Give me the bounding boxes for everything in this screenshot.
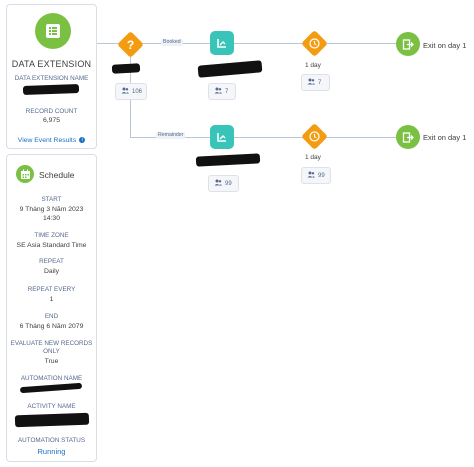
people-icon — [214, 87, 222, 96]
split-count-box[interactable]: 106 — [115, 83, 147, 100]
repeat-label: REPEAT — [39, 258, 64, 265]
calendar-icon — [16, 165, 34, 183]
repeat-every-label: REPEAT EVERY — [27, 286, 76, 293]
evaluate-value: True — [44, 358, 59, 365]
exit-icon — [402, 131, 414, 143]
people-icon — [307, 78, 315, 87]
record-count-label: RECORD COUNT — [25, 108, 78, 115]
path-label-booked: Booked — [161, 39, 183, 46]
redacted-email-1-name — [197, 60, 263, 78]
record-count-value: 6,975 — [42, 117, 60, 124]
exit-node-2[interactable] — [396, 125, 420, 149]
wait-activity-2[interactable] — [301, 123, 328, 150]
people-icon — [214, 179, 222, 188]
exit-node-1[interactable] — [396, 32, 420, 56]
exit-1-label: Exit on day 1 — [423, 41, 467, 50]
automation-name-label: AUTOMATION NAME — [20, 375, 83, 382]
data-extension-name-label: DATA EXTENSION NAME — [14, 75, 89, 82]
wait-2-count: 99 — [318, 172, 325, 179]
start-date: 9 Tháng 3 Năm 2023 — [19, 206, 84, 213]
people-icon — [121, 87, 129, 96]
redacted-activity-name — [14, 412, 90, 428]
wait-2-count-box[interactable]: 99 — [301, 167, 331, 184]
info-icon[interactable]: i — [79, 137, 86, 144]
redacted-email-2-name — [195, 153, 261, 167]
wait-activity-1[interactable] — [301, 30, 328, 57]
end-date: 6 Tháng 6 Năm 2079 — [19, 323, 84, 330]
path-label-remainder: Remainder — [156, 132, 186, 139]
evaluate-label-line2: ONLY — [43, 348, 60, 355]
evaluate-label-line1: EVALUATE NEW RECORDS — [10, 340, 93, 347]
email-2-count-box[interactable]: 99 — [208, 175, 239, 192]
redacted-split-name — [111, 63, 141, 74]
email-activity-icon — [217, 133, 226, 142]
start-time: 14:30 — [42, 215, 60, 222]
data-extension-panel: DATA EXTENSION DATA EXTENSION NAME RECOR… — [6, 4, 97, 149]
schedule-title: Schedule — [39, 170, 75, 180]
connector-top — [97, 43, 408, 44]
clock-icon — [302, 31, 327, 56]
redacted-automation-name — [19, 382, 83, 394]
data-extension-icon — [35, 13, 71, 49]
timezone-value: SE Asia Standard Time — [16, 242, 87, 249]
end-label: END — [44, 313, 59, 320]
email-activity-1[interactable] — [210, 31, 234, 55]
automation-status-value: Running — [37, 447, 66, 456]
email-activity-2[interactable] — [210, 125, 234, 149]
email-1-count-box[interactable]: 7 — [208, 83, 236, 100]
connector-bottom — [130, 137, 408, 138]
email-activity-icon — [217, 39, 226, 48]
wait-1-count-box[interactable]: 7 — [301, 74, 330, 91]
schedule-panel: Schedule START 9 Tháng 3 Năm 2023 14:30 … — [6, 154, 97, 462]
email-1-count: 7 — [225, 88, 229, 95]
data-extension-title: DATA EXTENSION — [11, 59, 92, 69]
people-icon — [307, 171, 315, 180]
start-label: START — [41, 196, 62, 203]
exit-2-label: Exit on day 1 — [423, 133, 467, 142]
automation-status-label: AUTOMATION STATUS — [17, 437, 86, 444]
activity-name-label: ACTIVITY NAME — [27, 403, 76, 410]
repeat-every-value: 1 — [49, 296, 54, 303]
clock-icon — [302, 124, 327, 149]
question-icon: ? — [126, 37, 135, 52]
wait-1-count: 7 — [318, 79, 322, 86]
email-2-count: 99 — [225, 180, 232, 187]
wait-1-label: 1 day — [305, 62, 321, 69]
wait-2-label: 1 day — [305, 154, 321, 161]
split-count: 106 — [132, 88, 143, 95]
exit-icon — [402, 38, 414, 50]
redacted-name — [22, 84, 80, 95]
timezone-label: TIME ZONE — [34, 232, 69, 239]
decision-split-node[interactable]: ? — [117, 31, 144, 58]
repeat-value: Daily — [43, 268, 60, 275]
